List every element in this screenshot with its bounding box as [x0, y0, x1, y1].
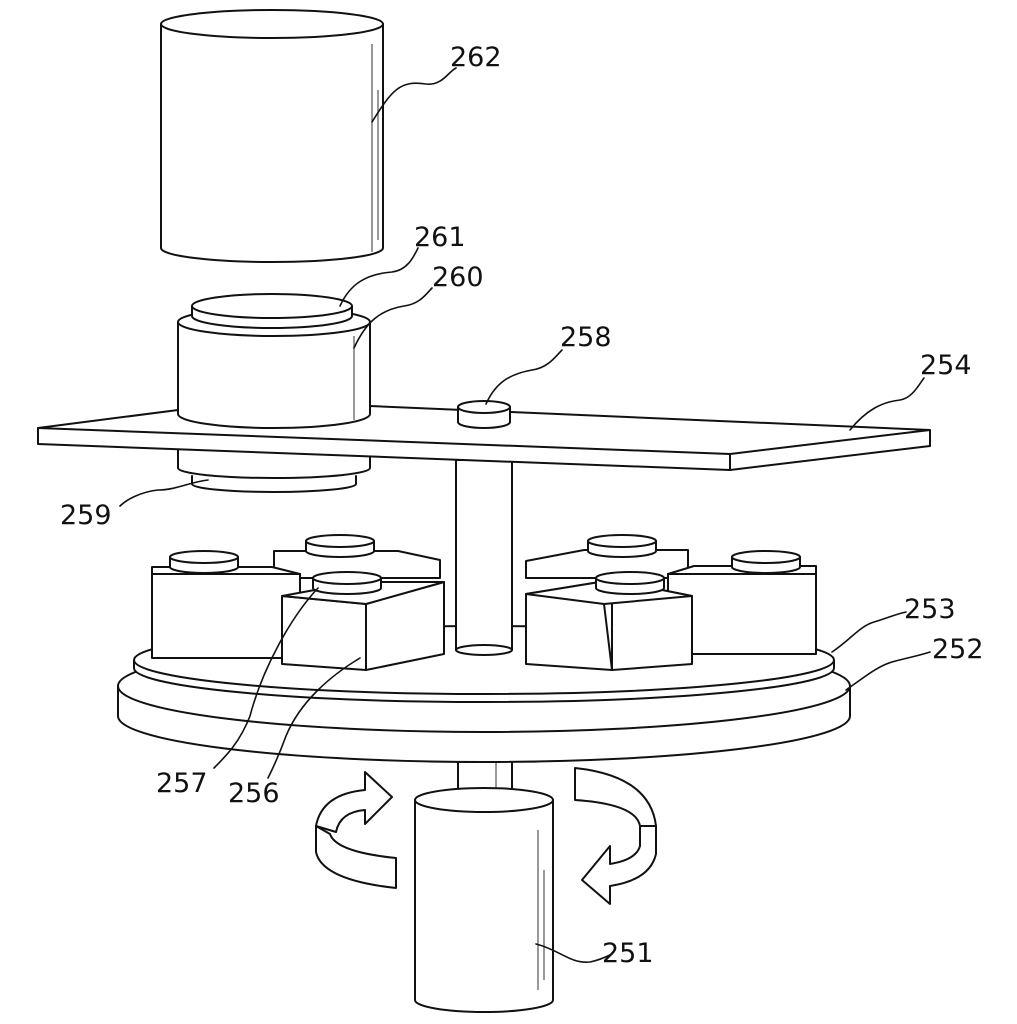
label-257: 257	[156, 768, 208, 799]
leader-261	[339, 247, 419, 307]
leader-lines	[119, 67, 931, 963]
leader-253	[831, 611, 907, 653]
label-253: 253	[904, 594, 956, 625]
label-261: 261	[414, 222, 466, 253]
label-259: 259	[60, 500, 112, 531]
label-254: 254	[920, 350, 972, 381]
block-back-left	[273, 534, 441, 579]
disc-261	[191, 293, 353, 329]
label-251: 251	[602, 938, 654, 969]
leader-257	[213, 587, 319, 769]
label-258: 258	[560, 322, 612, 353]
block-256-front-left	[281, 571, 445, 671]
leader-252	[845, 651, 931, 691]
leader-260	[353, 287, 433, 349]
central-shaft	[455, 459, 513, 656]
label-260: 260	[432, 262, 484, 293]
rotation-arrow-left	[315, 771, 397, 889]
block-side-right	[667, 550, 817, 655]
block-256-front-right	[525, 571, 693, 671]
reference-labels: 262 261 260 258 254 259 253 252 257 256 …	[60, 42, 984, 969]
leader-259	[119, 479, 209, 507]
label-256: 256	[228, 778, 280, 809]
cylinder-262	[160, 9, 384, 263]
leader-256	[267, 657, 361, 779]
leader-254	[849, 377, 925, 431]
leader-251	[535, 943, 613, 963]
motor-251	[414, 735, 554, 1013]
leader-262	[371, 67, 457, 123]
block-side-left	[151, 550, 301, 659]
ring-259	[177, 449, 371, 493]
label-252: 252	[932, 634, 984, 665]
label-262: 262	[450, 42, 502, 73]
pin-258	[457, 400, 511, 429]
leader-258	[485, 349, 563, 405]
block-back-right	[525, 534, 689, 579]
rotation-arrow-right	[574, 767, 657, 905]
